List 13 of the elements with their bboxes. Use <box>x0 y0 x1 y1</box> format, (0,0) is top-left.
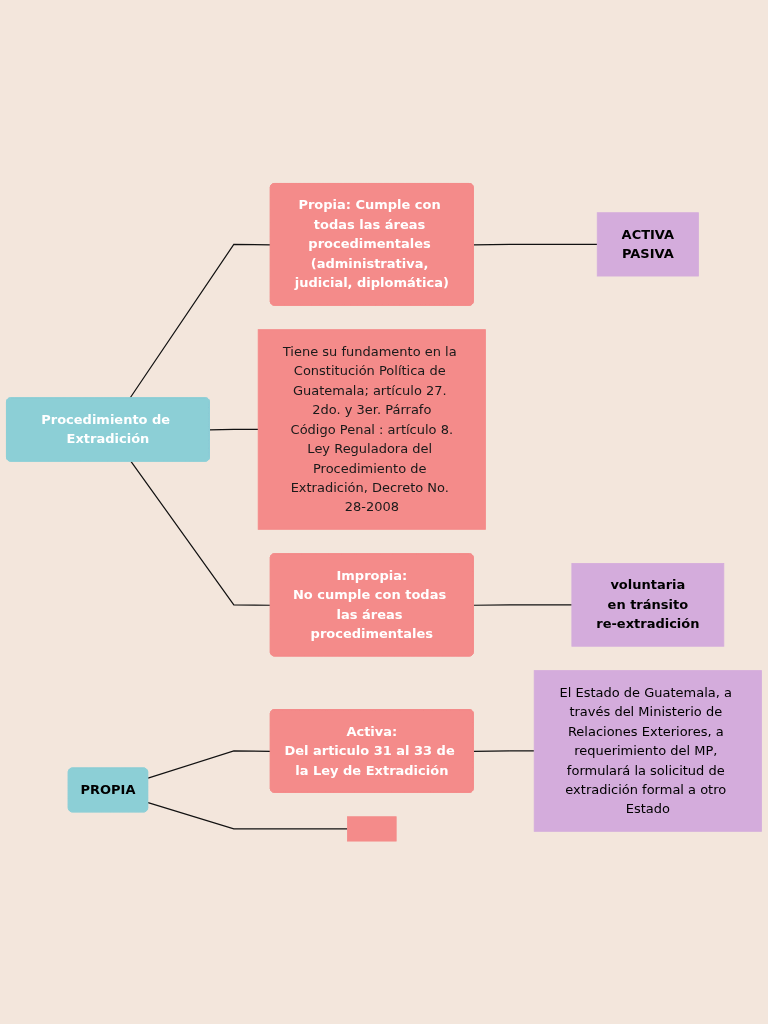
connector <box>473 603 573 606</box>
connector <box>147 801 349 830</box>
connector <box>129 243 272 399</box>
connector <box>209 428 259 431</box>
node-box: ACTIVA PASIVA <box>596 212 699 277</box>
node-box <box>347 816 397 842</box>
connector <box>473 750 535 752</box>
connector <box>130 460 272 606</box>
node-box: Tiene su fundamento en la Constitución Política de Guatemala; artículo 27. 2do. y 3er. Párrafo Código Penal : artículo 8. Ley Reguladora del Procedimiento de Extradición, Decreto No. 28-2008 <box>257 328 486 530</box>
connector <box>147 750 272 779</box>
node-box: El Estado de Guatemala, a través del Ministerio de Relaciones Exteriores, a requerimiento del MP, formulará la solicitud de extradición formal a otro Estado <box>533 669 762 832</box>
connector <box>473 243 598 246</box>
node-box: voluntaria en tránsito re-extradición <box>571 562 725 647</box>
